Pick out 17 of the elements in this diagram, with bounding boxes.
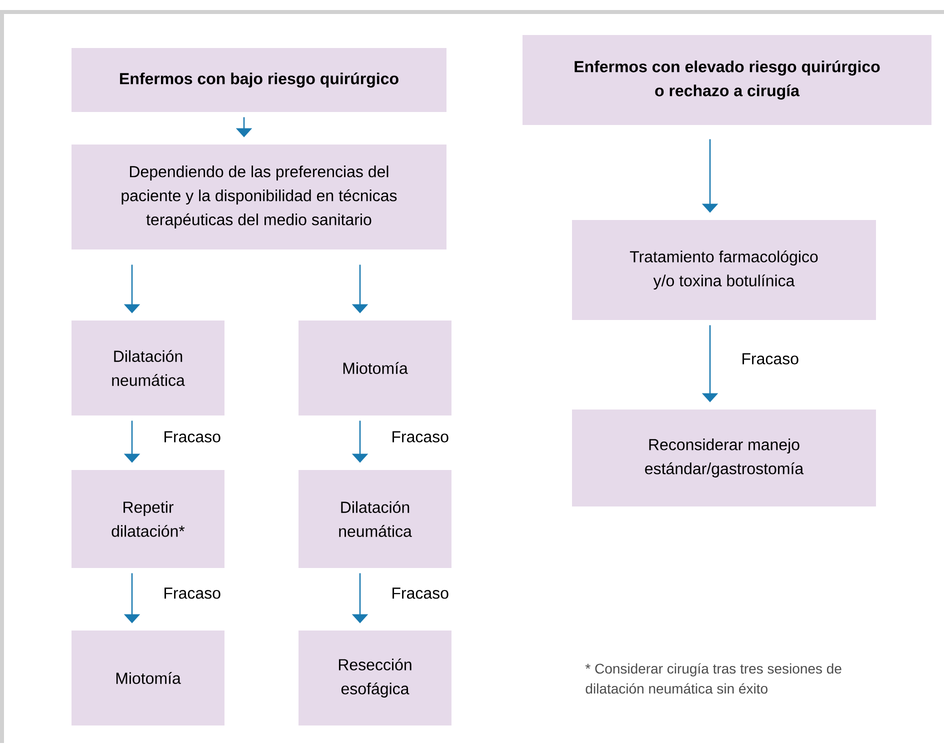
- process-box: Miotomía: [298, 320, 452, 416]
- edge-label: Fracaso: [392, 588, 448, 599]
- edge-label: Fracaso: [742, 353, 798, 364]
- process-box: Enfermos con elevado riesgo quirúrgico o rechazo a cirugía: [522, 35, 932, 125]
- process-box: Reconsiderar manejo estándar/gastrostomía: [572, 410, 876, 506]
- process-box: Dependiendo de las preferencias del paciente y la disponibilidad en técnicas terapéuticas del medio sanitario: [72, 144, 446, 250]
- process-box: Tratamiento farmacológico y/o toxina botulínica: [572, 220, 876, 320]
- process-box: Enfermos con bajo riesgo quirúrgico: [72, 48, 446, 112]
- process-box: Dilatación neumática: [298, 470, 452, 568]
- process-box: Resección esofágica: [298, 630, 452, 726]
- edge-label: Fracaso: [392, 431, 448, 442]
- process-box: Repetir dilatación*: [72, 470, 224, 568]
- edge-label: Fracaso: [164, 431, 220, 442]
- process-box: Miotomía: [72, 630, 224, 726]
- edge-label: Fracaso: [164, 588, 220, 599]
- footnote: * Considerar cirugía tras tres sesiones de dilatación neumática sin éxito: [585, 663, 842, 694]
- process-box: Dilatación neumática: [72, 320, 224, 416]
